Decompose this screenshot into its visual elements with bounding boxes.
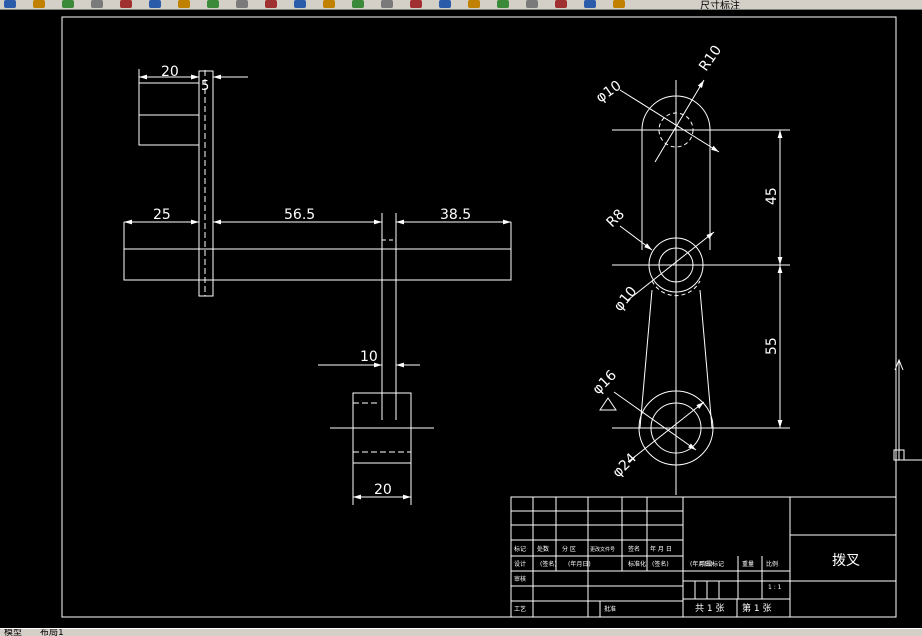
tb-header-5: 年 月 日	[650, 545, 672, 553]
save-icon[interactable]	[62, 0, 74, 8]
dim-spacing-upper: 45	[764, 187, 780, 205]
dim-boss-width: 20	[374, 482, 392, 498]
color-icon[interactable]	[613, 0, 625, 8]
dim-top-thickness: 5	[201, 79, 209, 94]
bulb-icon[interactable]	[526, 0, 538, 8]
calculator-icon[interactable]	[468, 0, 480, 8]
zoom-window-icon[interactable]	[323, 0, 335, 8]
tb-scale-label: 比例	[766, 560, 778, 568]
dim-dia-bottom-outer: φ24	[610, 450, 641, 481]
zoom-previous-icon[interactable]	[352, 0, 364, 8]
tab-layout1[interactable]: 布局1	[40, 628, 64, 636]
tb-design-0: 设计	[514, 560, 526, 568]
redo-icon[interactable]	[236, 0, 248, 8]
dim-top-width: 20	[161, 64, 179, 80]
tb-header-2: 分 区	[562, 545, 576, 553]
tb-design-1: (签名)	[540, 560, 557, 568]
paste-icon[interactable]	[178, 0, 190, 8]
tb-header-0: 标记	[514, 545, 526, 553]
tb-design-5: (年月日)	[690, 560, 713, 568]
tb-stage-mark: 阶段标记	[700, 560, 724, 568]
title-block	[510, 496, 897, 618]
tb-part-name: 拨叉	[832, 553, 860, 569]
drawing-frame	[61, 16, 897, 618]
top-view	[123, 69, 512, 505]
ucs-icon	[893, 358, 922, 461]
copy-icon[interactable]	[149, 0, 161, 8]
dim-dia-mid: φ10	[611, 284, 641, 315]
dim-radius-top: R10	[696, 43, 725, 75]
tb-header-4: 签名	[628, 545, 640, 553]
tb-check: 审核	[514, 575, 526, 583]
new-icon[interactable]	[4, 0, 16, 8]
dim-dia-top: φ10	[593, 78, 624, 107]
dim-right-length: 38.5	[440, 207, 471, 223]
pan-icon[interactable]	[265, 0, 277, 8]
tb-sheet-no: 第 1 张	[742, 602, 771, 614]
print-icon[interactable]	[91, 0, 103, 8]
undo-icon[interactable]	[207, 0, 219, 8]
layout-tabs-bar: 模型 布局1	[0, 628, 922, 636]
tab-model[interactable]: 模型	[4, 628, 23, 636]
front-view	[599, 79, 790, 495]
layer-icon[interactable]	[497, 0, 509, 8]
toolbar: 尺寸标注	[0, 0, 922, 10]
layer-dropdown[interactable]: 尺寸标注	[700, 1, 740, 10]
open-icon[interactable]	[33, 0, 45, 8]
tb-design-3: 标准化	[628, 560, 646, 568]
tb-scale-value: 1 : 1	[768, 584, 782, 591]
dim-left-length: 25	[153, 207, 171, 223]
properties-icon[interactable]	[381, 0, 393, 8]
tb-sheets-total: 共 1 张	[695, 603, 724, 614]
tb-header-3: 更改文件号	[590, 546, 615, 553]
tb-process: 工艺	[514, 605, 526, 613]
zoom-realtime-icon[interactable]	[294, 0, 306, 8]
dim-mid-length: 56.5	[284, 207, 315, 223]
drawing-canvas[interactable]: 20 5 25 56.5 38.5 10 20 R10 φ10 R8 φ10 φ…	[0, 10, 922, 628]
sun-icon[interactable]	[555, 0, 567, 8]
tb-design-4: (签名)	[652, 560, 669, 568]
lock-icon[interactable]	[584, 0, 596, 8]
tb-approve: 批准	[604, 605, 616, 613]
tb-design-2: (年月日)	[568, 560, 591, 568]
dim-radius-mid: R8	[604, 206, 628, 230]
tb-weight: 重量	[742, 560, 754, 568]
design-center-icon[interactable]	[410, 0, 422, 8]
dim-spacing-lower: 55	[764, 337, 780, 355]
tool-palette-icon[interactable]	[439, 0, 451, 8]
tb-header-1: 处数	[537, 545, 549, 553]
cut-icon[interactable]	[120, 0, 132, 8]
cad-drawing[interactable]: 20 5 25 56.5 38.5 10 20 R10 φ10 R8 φ10 φ…	[0, 10, 922, 628]
dim-pin-width: 10	[360, 349, 378, 365]
